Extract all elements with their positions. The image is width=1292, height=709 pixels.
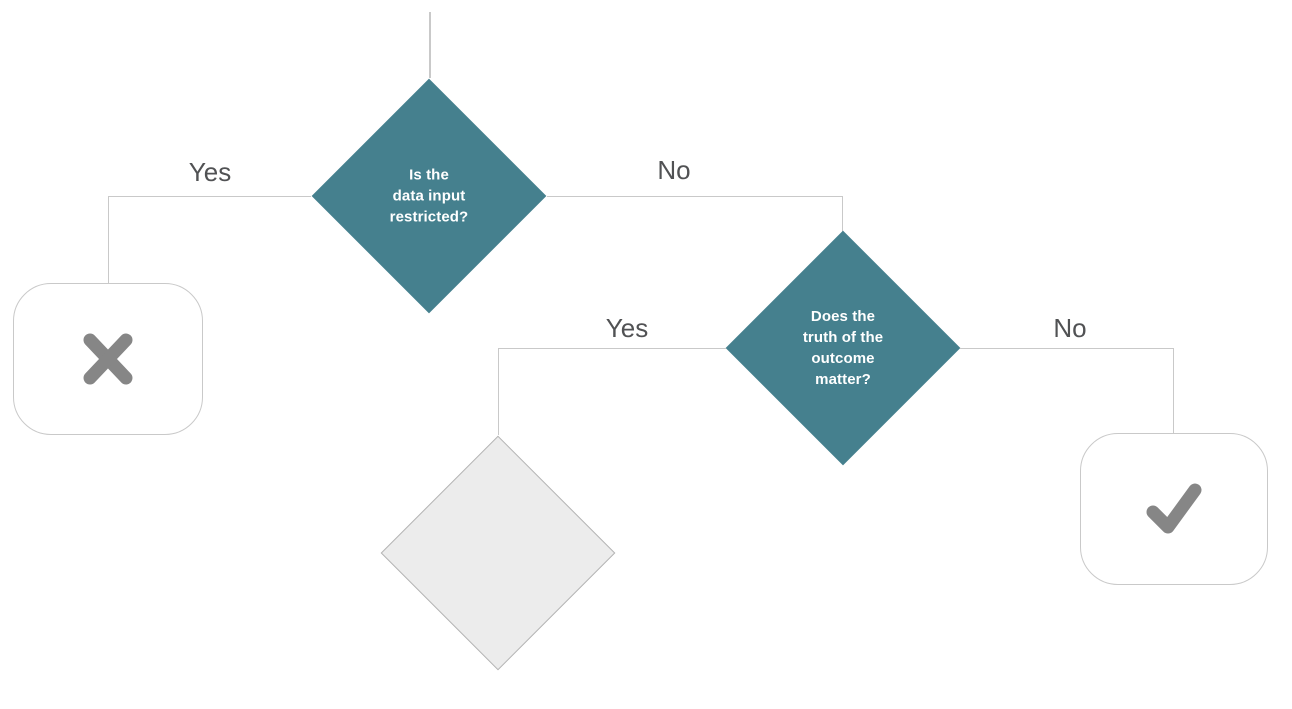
edge-label-no-outcome-truth: No — [1053, 313, 1087, 343]
decision-label-outcome-truth: Does the truth of the outcome matter? — [802, 308, 884, 388]
placeholder-decision-node — [380, 435, 616, 671]
x-icon — [83, 333, 133, 385]
edge-label-yes-outcome-truth: Yes — [605, 313, 649, 343]
edge-label-no-data-input: No — [657, 155, 691, 185]
connector-yes-outcome-truth — [498, 348, 726, 435]
connector-yes-data-input — [108, 196, 311, 283]
terminal-node-accept — [1080, 433, 1268, 585]
connector-no-outcome-truth — [960, 348, 1174, 433]
terminal-node-reject — [13, 283, 203, 435]
connector-entry-line — [429, 12, 431, 78]
connector-no-data-input — [547, 196, 843, 233]
decision-label-data-input: Is the data input restricted? — [389, 166, 469, 226]
edge-label-yes-data-input: Yes — [188, 157, 232, 187]
check-icon — [1146, 483, 1202, 534]
